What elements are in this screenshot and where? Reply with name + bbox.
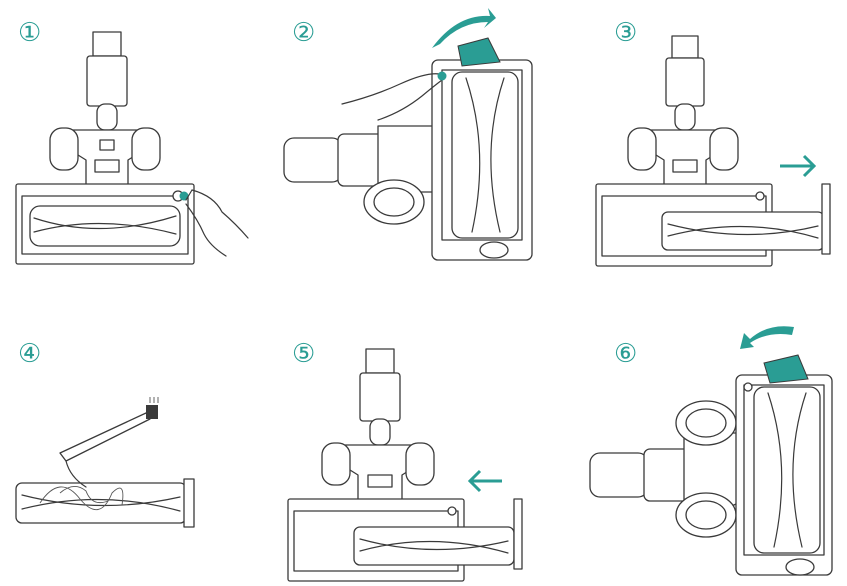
step-6-panel: ⑥ <box>564 293 846 586</box>
step-1-illustration <box>0 0 282 293</box>
step-2-illustration <box>282 0 564 293</box>
roller-cover-tab <box>458 38 500 66</box>
step-5-illustration <box>282 293 564 586</box>
step-4-panel: ④ <box>0 293 282 586</box>
step-4-illustration <box>0 293 282 586</box>
release-button-icon <box>438 72 447 81</box>
step-2-panel: ② <box>282 0 564 293</box>
step-1-panel: ① <box>0 0 282 293</box>
step-3-illustration <box>564 0 846 293</box>
step-6-illustration <box>564 293 846 586</box>
rotate-arrow-icon <box>740 326 794 349</box>
step-5-panel: ⑤ <box>282 293 564 586</box>
step-3-panel: ③ <box>564 0 846 293</box>
roller-cover-tab <box>764 355 808 383</box>
brush-icon <box>146 405 158 419</box>
